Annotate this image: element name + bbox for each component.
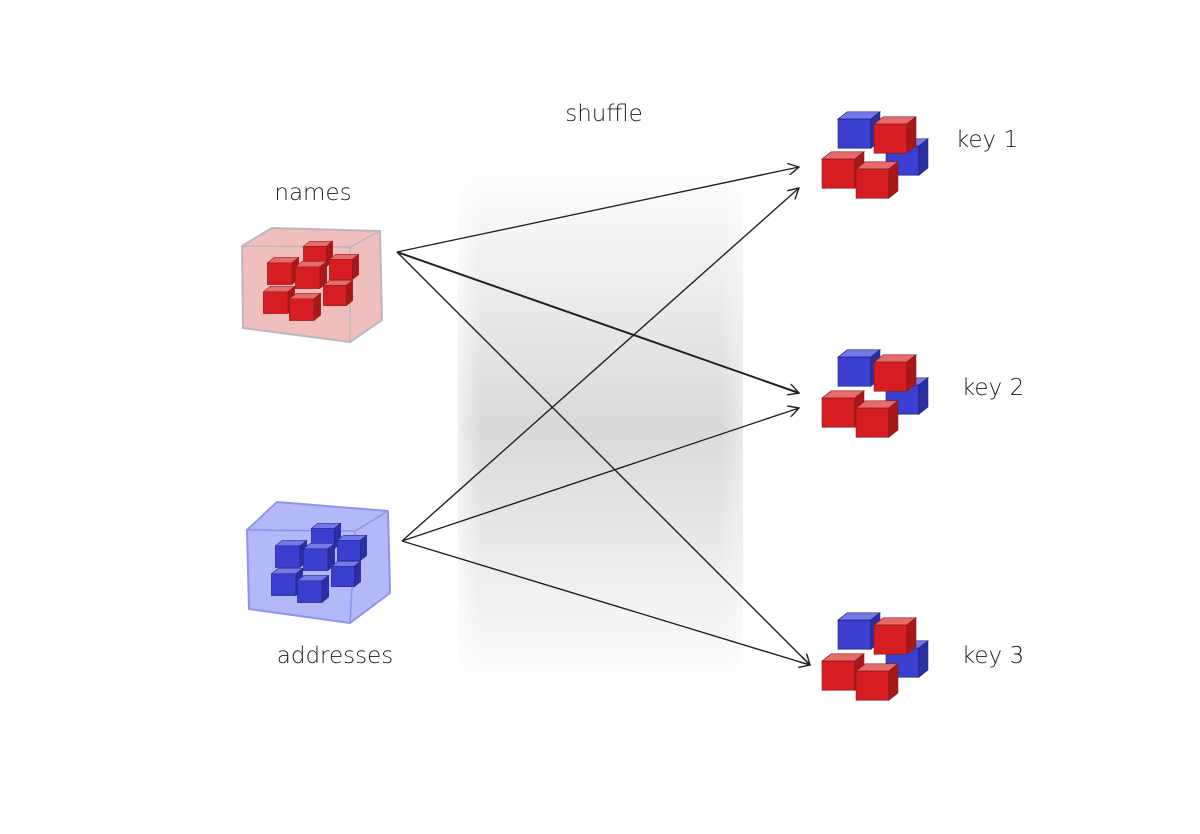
names-dataset [241, 227, 383, 343]
shuffle-label: shuffle [565, 101, 643, 127]
arrow-addresses-to-key1 [401, 188, 799, 542]
arrow-addresses-to-key3 [401, 540, 810, 665]
key2-cube-cluster [821, 349, 929, 438]
addresses-label: addresses [277, 643, 394, 669]
names-label: names [274, 180, 351, 206]
shuffle-band [458, 160, 743, 695]
key3-label: key 3 [962, 643, 1024, 669]
addresses-dataset [246, 501, 391, 624]
key2-label: key 2 [962, 375, 1024, 401]
shuffle-arrows [396, 167, 810, 665]
key3-cube-cluster [821, 612, 929, 701]
arrow-names-to-key1 [396, 167, 799, 253]
key1-cube-cluster [821, 111, 929, 199]
arrow-names-to-key2 [396, 251, 799, 393]
arrow-addresses-to-key2 [401, 408, 799, 542]
key1-label: key 1 [956, 127, 1018, 153]
arrow-names-to-key3 [396, 251, 810, 665]
